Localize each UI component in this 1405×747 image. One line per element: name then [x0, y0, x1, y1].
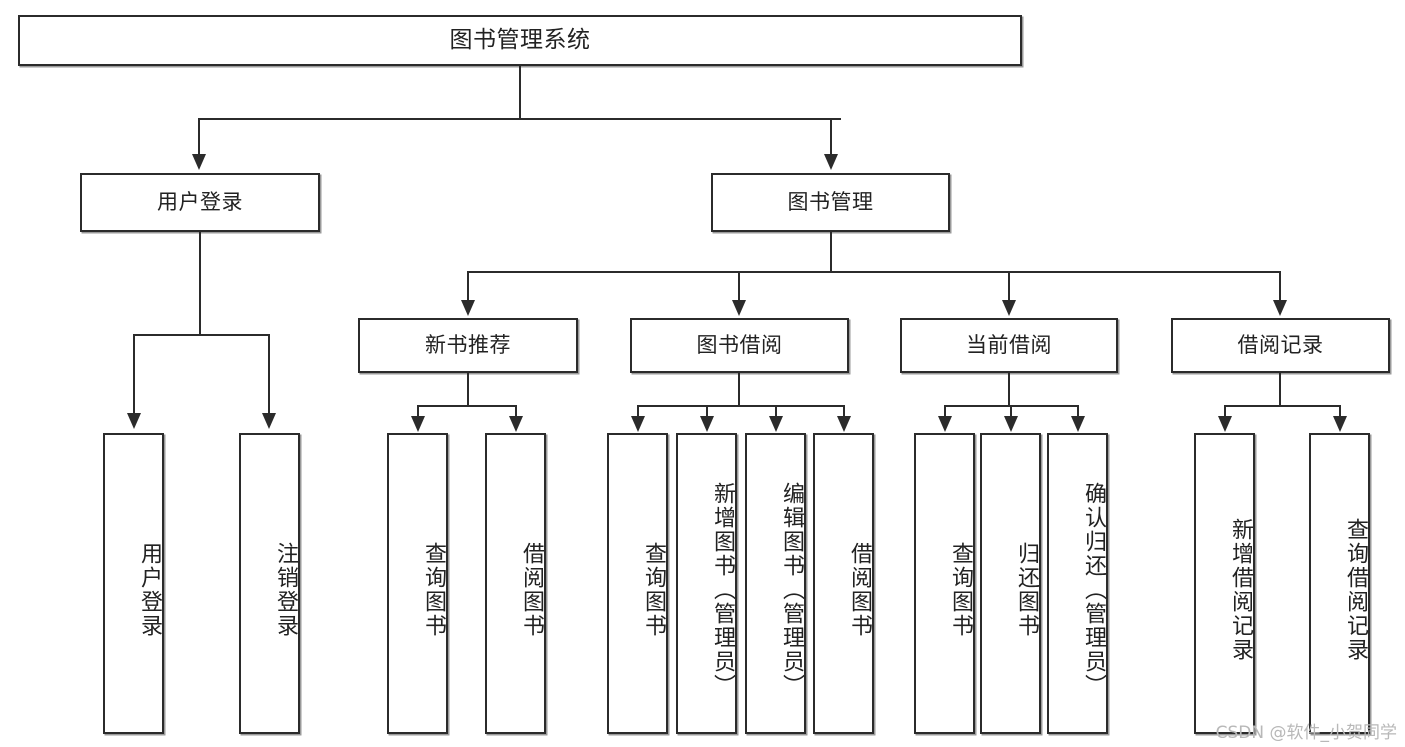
connector-user-login-stem	[199, 232, 201, 335]
connector-drop-leaf	[843, 405, 845, 418]
arrow-down-icon	[1333, 416, 1347, 432]
arrow-down-icon	[769, 416, 783, 432]
arrow-down-icon	[461, 300, 475, 316]
arrow-down-icon	[732, 300, 746, 316]
leaf-borrow-add-book-admin[interactable]: 新增图书（管理员）	[676, 433, 737, 734]
arrow-down-icon	[192, 154, 206, 170]
connector-book-borrow-bus	[637, 405, 845, 407]
connector-drop-current-borrow	[1008, 271, 1010, 302]
node-label: 借阅记录	[1237, 332, 1324, 357]
node-label: 确认归还（管理员）	[1081, 481, 1106, 698]
leaf-record-add-borrow-record[interactable]: 新增借阅记录	[1194, 433, 1255, 734]
connector-book-borrow-stem	[738, 373, 740, 406]
arrow-down-icon	[262, 413, 276, 429]
arrow-down-icon	[837, 416, 851, 432]
node-label: 注销登录	[273, 541, 298, 638]
connector-new-book-bus	[417, 405, 517, 407]
arrow-down-icon	[411, 416, 425, 432]
leaf-current-return-book[interactable]: 归还图书	[980, 433, 1041, 734]
connector-drop-leaf	[133, 334, 135, 415]
arrow-down-icon	[938, 416, 952, 432]
node-label: 新书推荐	[425, 332, 511, 357]
node-book-borrow[interactable]: 图书借阅	[630, 318, 849, 373]
node-book-management[interactable]: 图书管理	[711, 173, 950, 232]
node-label: 查询图书	[641, 541, 666, 638]
connector-user-login-bus	[133, 334, 268, 336]
connector-drop-leaf	[944, 405, 946, 418]
leaf-recommend-borrow-book[interactable]: 借阅图书	[485, 433, 546, 734]
leaf-borrow-query-book[interactable]: 查询图书	[607, 433, 668, 734]
connector-drop-leaf	[706, 405, 708, 418]
leaf-recommend-query-book[interactable]: 查询图书	[387, 433, 448, 734]
arrow-down-icon	[1071, 416, 1085, 432]
node-label: 编辑图书（管理员）	[779, 481, 804, 698]
node-current-borrow[interactable]: 当前借阅	[900, 318, 1118, 373]
connector-drop-leaf	[515, 405, 517, 418]
node-label: 图书借阅	[696, 332, 783, 357]
connector-drop-leaf	[637, 405, 639, 418]
node-label: 图书管理	[787, 189, 874, 214]
leaf-user-login[interactable]: 用户登录	[103, 433, 164, 734]
connector-book-management-bus	[467, 271, 1281, 273]
arrow-down-icon	[509, 416, 523, 432]
node-label: 借阅图书	[519, 541, 544, 638]
arrow-down-icon	[127, 413, 141, 429]
leaf-current-confirm-return-admin[interactable]: 确认归还（管理员）	[1047, 433, 1108, 734]
connector-drop-leaf	[1224, 405, 1226, 418]
arrow-down-icon	[1002, 300, 1016, 316]
node-label: 图书管理系统	[449, 26, 591, 53]
leaf-current-query-book[interactable]: 查询图书	[914, 433, 975, 734]
connector-drop-new-book	[467, 271, 469, 302]
arrow-down-icon	[824, 154, 838, 170]
connector-drop-book-management	[830, 118, 832, 156]
connector-drop-book-borrow	[738, 271, 740, 302]
arrow-down-icon	[700, 416, 714, 432]
node-label: 用户登录	[137, 541, 162, 638]
node-label: 新增图书（管理员）	[710, 481, 735, 698]
connector-drop-leaf	[268, 334, 270, 415]
connector-new-book-stem	[467, 373, 469, 406]
arrow-down-icon	[631, 416, 645, 432]
connector-book-management-stem	[830, 232, 832, 273]
node-label: 借阅图书	[847, 541, 872, 638]
arrow-down-icon	[1273, 300, 1287, 316]
node-new-book-recommend[interactable]: 新书推荐	[358, 318, 578, 373]
leaf-borrow-borrow-book[interactable]: 借阅图书	[813, 433, 874, 734]
connector-drop-borrow-record	[1279, 271, 1281, 302]
node-borrow-record[interactable]: 借阅记录	[1171, 318, 1390, 373]
connector-borrow-record-bus	[1224, 405, 1341, 407]
node-label: 当前借阅	[966, 332, 1052, 357]
node-label: 查询图书	[948, 541, 973, 638]
leaf-borrow-edit-book-admin[interactable]: 编辑图书（管理员）	[745, 433, 806, 734]
connector-drop-leaf	[1010, 405, 1012, 418]
node-label: 查询图书	[421, 541, 446, 638]
arrow-down-icon	[1004, 416, 1018, 432]
connector-drop-leaf	[1077, 405, 1079, 418]
connector-borrow-record-stem	[1279, 373, 1281, 406]
connector-drop-leaf	[1339, 405, 1341, 418]
node-label: 新增借阅记录	[1228, 517, 1253, 662]
leaf-record-query-borrow-record[interactable]: 查询借阅记录	[1309, 433, 1370, 734]
connector-root-stem	[519, 66, 521, 119]
connector-root-bus	[198, 118, 841, 120]
connector-drop-user-login	[198, 118, 200, 156]
node-root-book-management-system[interactable]: 图书管理系统	[18, 15, 1022, 66]
connector-current-borrow-stem	[1008, 373, 1010, 406]
arrow-down-icon	[1218, 416, 1232, 432]
node-label: 归还图书	[1014, 541, 1039, 638]
connector-drop-leaf	[417, 405, 419, 418]
node-user-login[interactable]: 用户登录	[80, 173, 320, 232]
node-label: 查询借阅记录	[1343, 517, 1368, 662]
connector-drop-leaf	[775, 405, 777, 418]
leaf-user-logout[interactable]: 注销登录	[239, 433, 300, 734]
node-label: 用户登录	[157, 189, 243, 214]
